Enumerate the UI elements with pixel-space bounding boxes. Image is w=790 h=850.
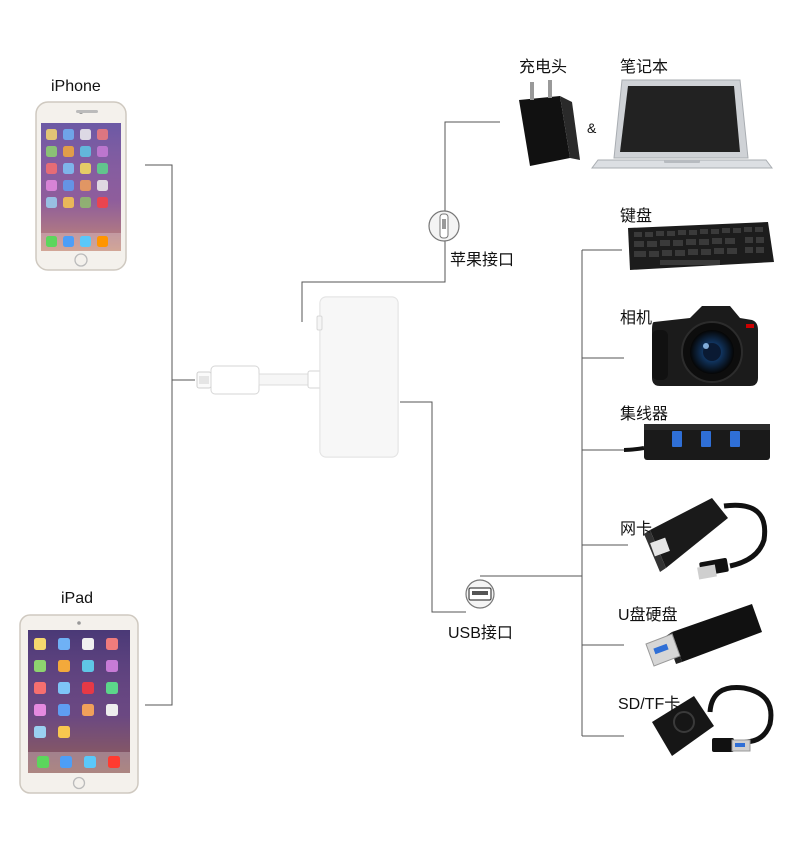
iphone-label: iPhone (51, 78, 101, 95)
camera-icon (652, 306, 758, 386)
usb-port-label: USB接口 (448, 625, 513, 642)
charger-label: 充电头 (519, 59, 568, 76)
camera-label: 相机 (620, 310, 653, 327)
usb-drive-label: U盘硬盘 (618, 607, 678, 624)
hub-label: 集线器 (620, 406, 669, 423)
line-usb (400, 401, 466, 613)
ipad-label: iPad (61, 590, 94, 607)
keyboard-icon (628, 222, 774, 270)
card-reader-label: SD/TF卡 (618, 696, 681, 713)
iphone-icon (35, 101, 127, 271)
ipad-icon (19, 614, 139, 794)
lightning-port-icon (428, 210, 460, 242)
ethernet-adapter-icon (644, 498, 768, 580)
bracket-left (145, 164, 195, 706)
usb-port-icon (465, 579, 495, 609)
ampersand-label: & (587, 120, 597, 136)
line-lightning (301, 121, 500, 322)
lightning-port-label: 苹果接口 (450, 252, 515, 269)
laptop-label: 笔记本 (620, 59, 669, 76)
usb-drive-icon (645, 604, 762, 667)
charger-icon (519, 80, 580, 166)
ethernet-label: 网卡 (620, 521, 653, 538)
lightning-adapter-icon (196, 296, 399, 458)
card-reader-icon (652, 685, 774, 756)
laptop-icon (591, 79, 773, 169)
usb-hub-icon (623, 424, 770, 460)
connector-lines (145, 121, 628, 737)
keyboard-label: 键盘 (620, 208, 653, 225)
